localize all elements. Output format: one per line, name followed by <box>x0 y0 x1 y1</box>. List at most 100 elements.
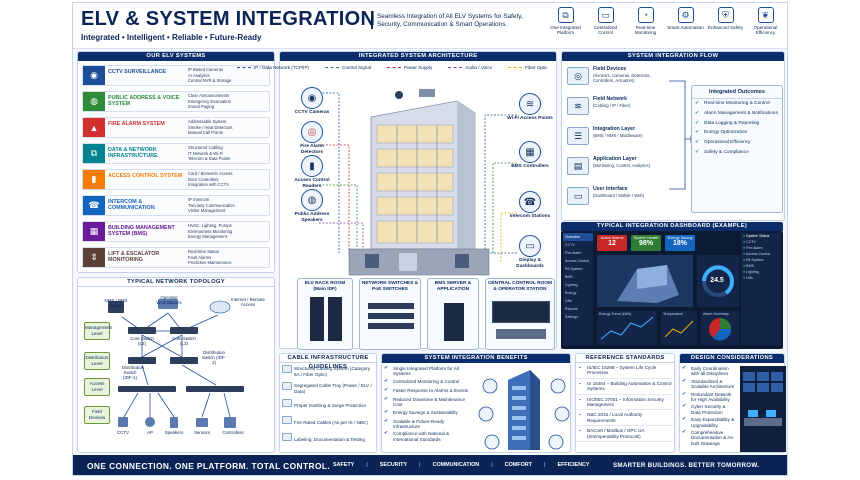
speaker-icon: ◍ <box>301 189 323 211</box>
bms-server-room: BMS SERVER & APPLICATION <box>427 278 479 350</box>
cable-guideline-text: Labeling, Documentation & Testing <box>294 436 365 442</box>
flow-step: ◎Field Devices(Sensors, Cameras, Detecto… <box>567 65 667 89</box>
dashboard-menu-item[interactable]: PA System <box>565 267 583 271</box>
system-name: BUILDING MANAGEMENT SYSTEM (BMS) <box>108 225 175 238</box>
callout-cctv: ◉CCTV Cameras <box>289 87 335 116</box>
system-name: PUBLIC ADDRESS & VOICE SYSTEM <box>108 95 180 108</box>
monitor-icon: ▭ <box>567 187 589 205</box>
dashboard-menu-item[interactable]: Settings <box>565 315 578 319</box>
intercom-icon: ☎ <box>519 191 541 213</box>
footer-values: SAFETY|SECURITY|COMMUNICATION|COMFORT|EF… <box>333 462 590 468</box>
dashboard-menu-item[interactable]: CCTV <box>565 243 575 247</box>
dashboard-menu-item[interactable]: Fire Alarm <box>565 251 582 255</box>
standard-item: IS/IEC 15288 – System Life Cycle Process… <box>576 363 674 379</box>
access-switch-2 <box>186 386 244 392</box>
benefit-label: Enhanced Safety <box>708 25 743 30</box>
room-label: NETWORK SWITCHES & PoE SWITCHES <box>361 281 419 292</box>
keycard-icon: ▮ <box>83 170 105 189</box>
core-switch-2-label: Core Switch (L3) <box>172 336 196 347</box>
standard-item: IS 16484 – Building Automation & Control… <box>576 379 674 395</box>
workstations-label: Operator Workstations <box>156 295 182 306</box>
camera-icon <box>482 378 498 394</box>
system-name: ACCESS CONTROL SYSTEM <box>108 173 183 179</box>
benefit-item: Energy Savings & Sustainability <box>382 409 474 418</box>
dashboard-menu-item[interactable]: Access Control <box>565 259 590 263</box>
design-item: Easy Expandability & Upgradability <box>680 416 738 429</box>
benefit-centralized-control: ▭Centralized Control <box>587 7 624 36</box>
dashboard-menu-item[interactable]: BMS <box>565 275 573 279</box>
cable-title: CABLE INFRASTRUCTURE GUIDELINES <box>280 354 376 370</box>
monitor-icon: ▭ <box>597 7 614 23</box>
flow-step-name: Integration Layer <box>593 126 636 132</box>
benefit-label: Smart Automation <box>667 25 704 30</box>
outcome-item: Alarm Management & Notifications <box>692 109 782 119</box>
lock-icon <box>478 406 494 422</box>
switch-icon <box>368 303 414 309</box>
status-item: Lifts <box>741 275 781 281</box>
controller-device-icon <box>224 417 236 428</box>
design-item: Standardized & Scalable Architecture <box>680 378 738 391</box>
page-title: ELV & SYSTEM INTEGRATION <box>81 8 376 30</box>
status-item: Lighting <box>741 269 781 275</box>
dashboard-visuals <box>597 255 739 345</box>
server-icon <box>444 303 464 341</box>
device-label: Controllers <box>222 430 244 435</box>
system-feature: Card / Biometric Access <box>188 171 233 176</box>
flow-step-desc: (Monitoring, Control, Analytics) <box>593 163 651 168</box>
system-name: CCTV SURVEILLANCE <box>108 69 167 75</box>
system-feature: Addressable System <box>188 119 227 124</box>
room-label: CENTRAL CONTROL ROOM & OPERATOR STATION <box>487 281 553 292</box>
elevator-icon: ⇕ <box>83 248 105 267</box>
outcome-list: Real-time Monitoring & ControlAlarm Mana… <box>692 99 782 158</box>
footer-separator: | <box>366 462 368 468</box>
callout-pa-speakers: ◍Public Address Speakers <box>289 189 335 223</box>
status-item: Fire Alarm <box>741 245 781 251</box>
topology-title: TYPICAL NETWORK TOPOLOGY <box>78 278 274 287</box>
wifi-icon: ≋ <box>519 93 541 115</box>
dashboard-menu-item[interactable]: Energy <box>565 291 577 295</box>
cable-guideline: Structured Cabling System (Category 6A /… <box>280 363 376 380</box>
wifi-icon <box>550 378 566 394</box>
dashboard-menu-item[interactable]: Overview <box>563 233 593 241</box>
callout-bms-controllers: ▦BMS Controllers <box>507 141 553 170</box>
energy-chart-title: Energy Trend (kWh) <box>599 312 632 316</box>
status-item: PA System <box>741 257 781 263</box>
dashboard-menu-item[interactable]: Lifts <box>565 299 572 303</box>
rack-icon <box>310 297 324 341</box>
system-feature: Zoned Paging <box>188 104 215 110</box>
system-feature: Predictive Maintenance <box>188 260 232 266</box>
sensor-device-icon <box>196 418 208 427</box>
cable-guideline-text: Fire Rated Cables (As per IS / NBC) <box>294 419 368 425</box>
integrated-outcomes: Integrated Outcomes Real-time Monitoring… <box>691 85 783 213</box>
dashboard-menu-item[interactable]: Lighting <box>565 283 578 287</box>
footer-value: COMMUNICATION <box>432 462 480 468</box>
footer-value: COMFORT <box>504 462 532 468</box>
flow-step-desc: (BMS / NMS / Middleware) <box>593 133 643 138</box>
benefit-label: Real-time Monitoring <box>634 25 657 36</box>
flow-step: ≋Field Network(Cabling / IP / Fiber) <box>567 95 667 119</box>
callout-access-control: ▮Access Control Readers <box>289 155 335 189</box>
dashboard-menu-item[interactable]: Reports <box>565 307 578 311</box>
camera-icon: ◉ <box>301 87 323 109</box>
reference-standards-panel: REFERENCE STANDARDS IS/IEC 15288 – Syste… <box>575 353 675 453</box>
alarm-summary-title: Alarm Summary <box>703 312 729 316</box>
leaf-icon: ❦ <box>757 7 774 23</box>
benefit-item: Single Integrated Platform for All Syste… <box>382 365 474 378</box>
system-feature: Manual Call Points <box>188 130 223 136</box>
footer-value: EFFICIENCY <box>557 462 590 468</box>
ap-device-icon <box>145 417 155 427</box>
network-icon: ⧉ <box>83 144 105 163</box>
temperature-chart-title: Temperature <box>663 312 684 316</box>
switch-room: NETWORK SWITCHES & PoE SWITCHES <box>359 278 421 350</box>
control-room-illustration <box>740 366 786 452</box>
robot-icon: ⚙ <box>677 7 694 23</box>
benefit-item: Reduced Downtime & Maintenance Cost <box>382 396 474 409</box>
device-label: Speakers <box>164 430 184 435</box>
